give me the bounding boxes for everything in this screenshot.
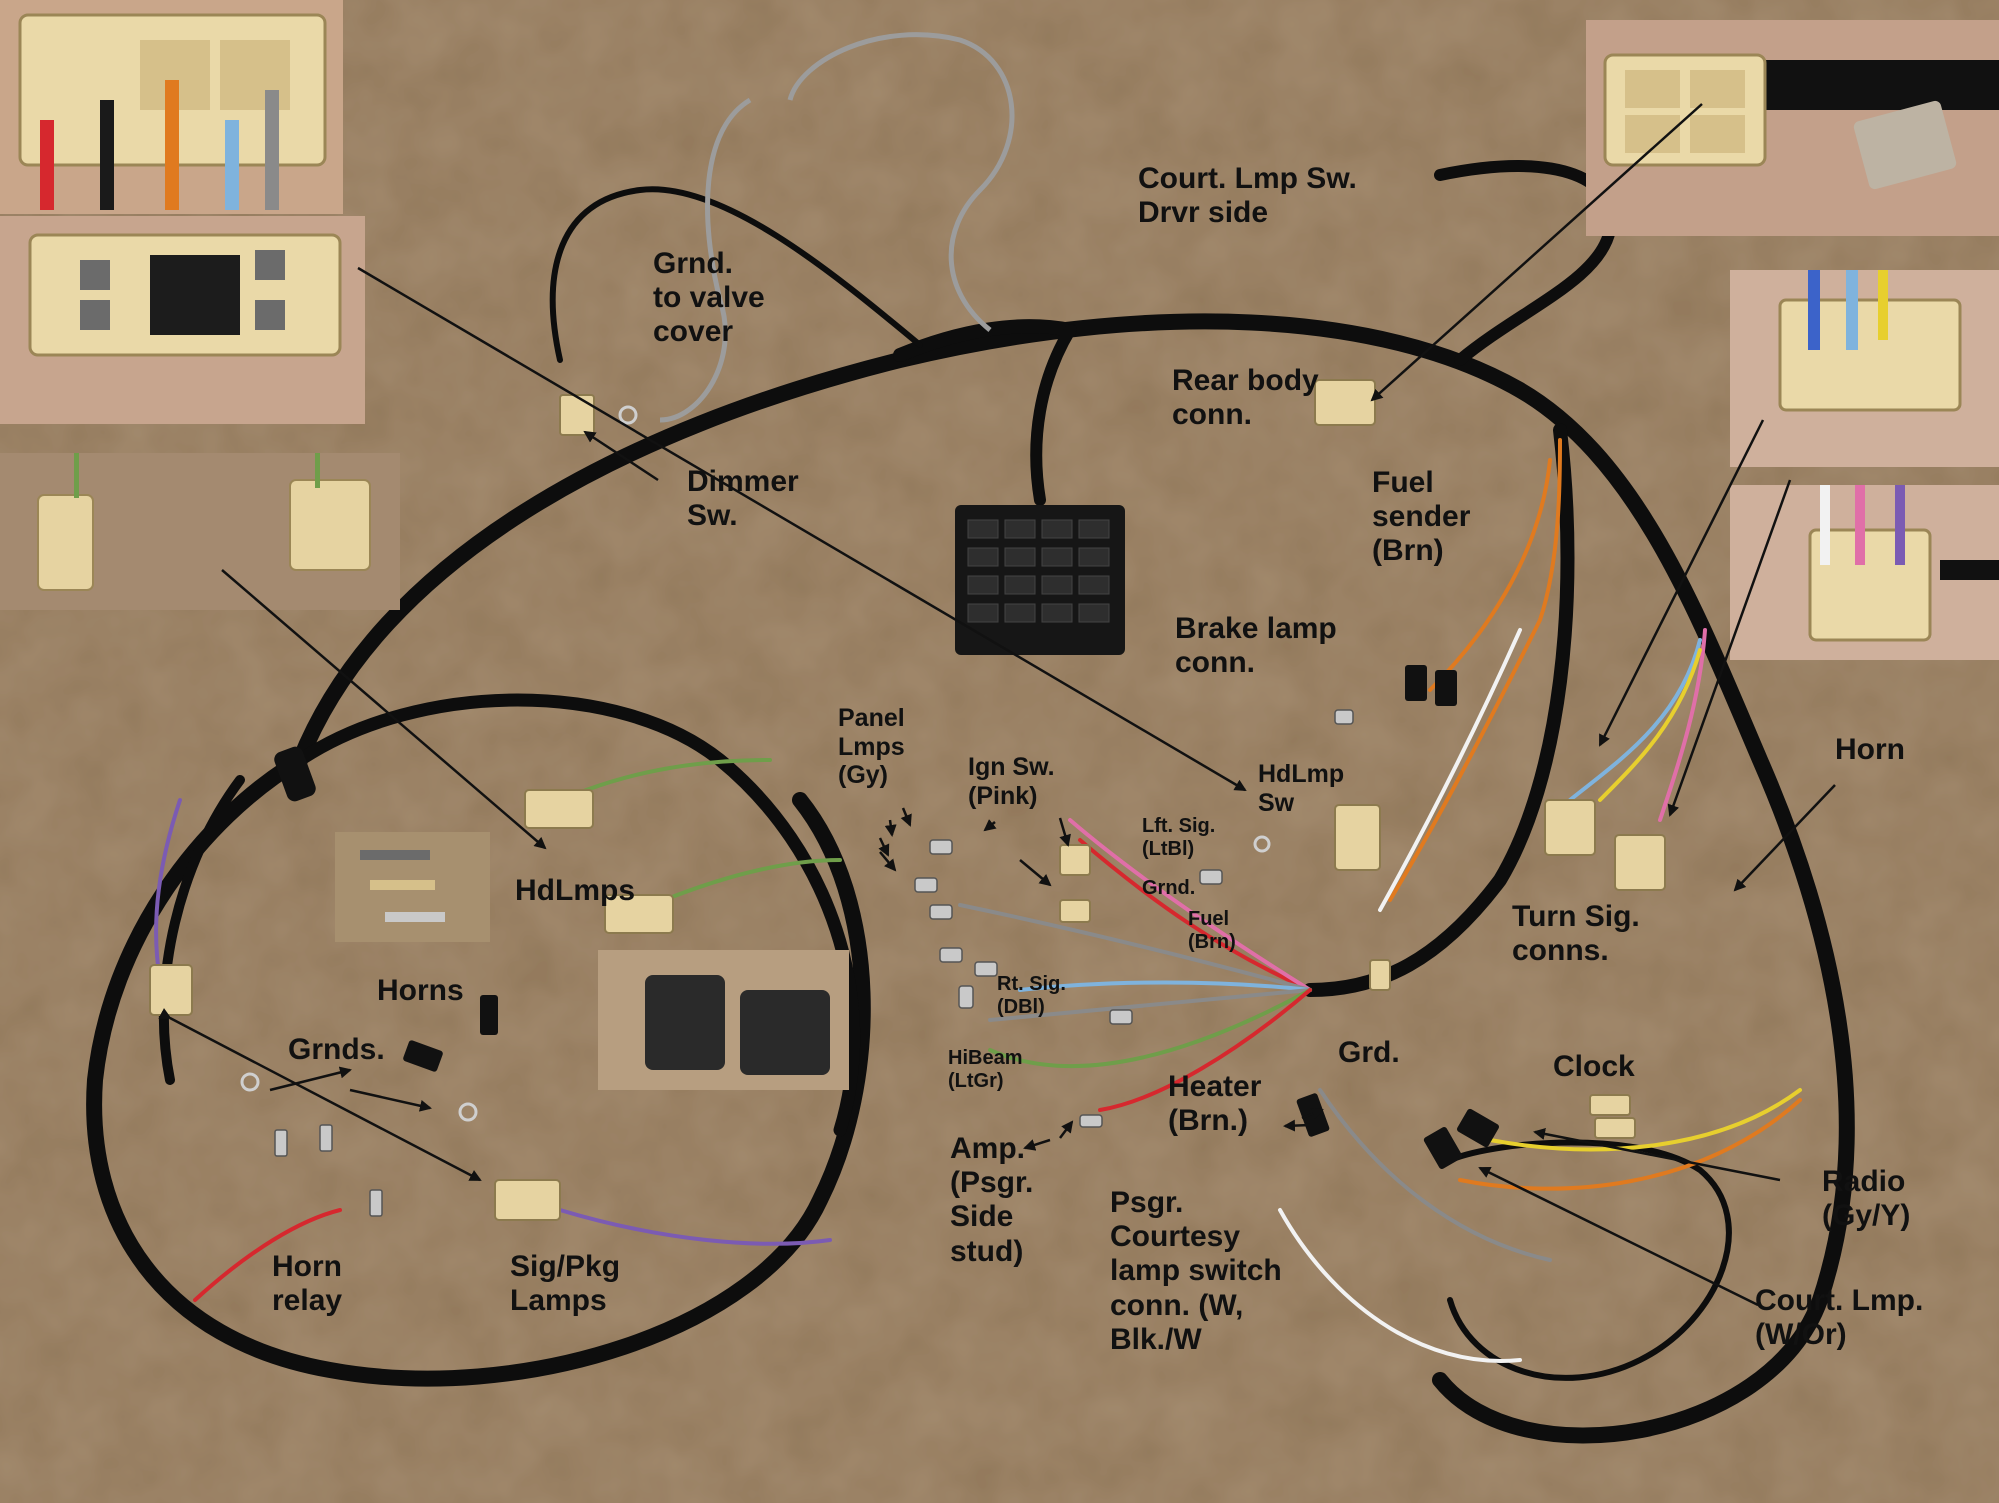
inset-turn-signal-top-right [1586,20,1999,236]
label-radio: Radio(Gy/Y) [1822,1165,1911,1233]
label-horns: Horns [377,974,464,1007]
label-court-lmp-drvr: Court. Lmp Sw.Drvr side [1138,162,1357,230]
label-clock: Clock [1553,1050,1635,1083]
fuse-block [955,505,1125,655]
inset-connector-top-left [0,0,343,214]
inset-headlamp-connectors [0,453,400,610]
black-plugs [274,665,1499,1169]
inset-turn-signal-right-2 [1730,485,1999,660]
label-heater: Heater(Brn.) [1168,1070,1262,1138]
label-lft-sig: Lft. Sig.(LtBl) [1142,815,1216,860]
leader-arrows [221,103,1836,1307]
label-hdlmps: HdLmps [515,874,635,907]
harness-connectors [149,379,1666,1221]
label-grnds: Grnds. [288,1033,385,1066]
label-hibeam: HiBeam(LtGr) [948,1047,1023,1092]
inset-turn-signal-right-1 [1730,270,1999,467]
gray-ground-wire [659,32,1015,423]
label-grd: Grd. [1338,1036,1400,1069]
label-ign-sw: Ign Sw.(Pink) [968,753,1055,810]
label-turn-sig-conns: Turn Sig.conns. [1512,900,1640,968]
label-rt-sig: Rt. Sig.(DBl) [997,973,1066,1018]
sig-pkg-double-arrow [158,1008,482,1182]
inset-connector-front-left [0,216,365,424]
label-horn-right: Horn [1835,733,1905,766]
inset-horn-plugs [598,950,849,1090]
label-fuel-small: Fuel(Brn) [1188,908,1236,953]
wire-fan [154,438,1802,1363]
label-court-lmp-wor: Court. Lmp.(W/Or) [1755,1284,1924,1352]
label-grnd-small: Grnd. [1142,877,1196,899]
inset-terminals-small [335,832,490,942]
